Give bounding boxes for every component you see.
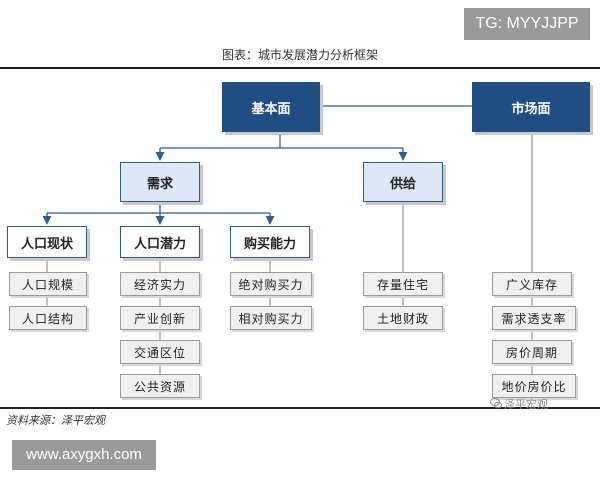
watermark-account: 泽平宏观 xyxy=(504,398,548,411)
source-note: 资料来源：泽平宏观 xyxy=(6,414,105,427)
leaf-land-finance: 土地财政 xyxy=(363,306,443,330)
leaf-absolute-purchasing-power-label: 绝对购买力 xyxy=(238,277,304,292)
node-population-potential-label: 人口潜力 xyxy=(133,236,186,252)
leaf-industry-innovation: 产业创新 xyxy=(120,306,200,330)
leaf-demand-overdraft-label: 需求透支率 xyxy=(501,311,567,326)
leaf-transport-location: 交通区位 xyxy=(120,340,200,364)
leaf-public-resources-label: 公共资源 xyxy=(133,379,186,394)
leaf-transport-location-label: 交通区位 xyxy=(133,345,186,360)
node-population-status-label: 人口现状 xyxy=(20,236,73,252)
node-demand-label: 需求 xyxy=(146,176,173,192)
leaf-broad-inventory: 广义库存 xyxy=(492,272,572,296)
leaf-demand-overdraft: 需求透支率 xyxy=(492,306,576,330)
leaf-housing-stock-label: 存量住宅 xyxy=(376,277,429,292)
leaf-land-house-price-ratio: 地价房价比 xyxy=(492,374,576,398)
watermark-url: www.axygxh.com xyxy=(12,440,156,470)
leaf-relative-purchasing-power: 相对购买力 xyxy=(230,306,312,330)
wechat-icon xyxy=(490,397,502,409)
leaf-economic-strength-label: 经济实力 xyxy=(133,277,186,292)
node-supply-label: 供给 xyxy=(389,176,416,192)
leaf-land-finance-label: 土地财政 xyxy=(376,311,429,326)
node-supply: 供给 xyxy=(363,162,443,202)
figure-title: 图表：城市发展潜力分析框架 xyxy=(221,48,378,62)
leaf-price-cycle: 房价周期 xyxy=(492,340,572,364)
node-fundamentals: 基本面 xyxy=(222,82,320,132)
node-population-potential: 人口潜力 xyxy=(120,226,200,258)
leaf-population-structure: 人口结构 xyxy=(9,306,87,330)
node-population-status: 人口现状 xyxy=(7,226,87,258)
leaf-land-house-price-ratio-label: 地价房价比 xyxy=(501,379,567,394)
leaf-price-cycle-label: 房价周期 xyxy=(505,345,558,360)
leaf-population-size: 人口规模 xyxy=(9,272,87,296)
watermark-tg: TG: MYYJJPP xyxy=(464,8,590,40)
leaf-housing-stock: 存量住宅 xyxy=(363,272,443,296)
leaf-broad-inventory-label: 广义库存 xyxy=(505,277,558,292)
bottom-rule xyxy=(0,407,600,409)
leaf-relative-purchasing-power-label: 相对购买力 xyxy=(238,311,304,326)
leaf-industry-innovation-label: 产业创新 xyxy=(133,311,186,326)
node-market: 市场面 xyxy=(472,82,590,132)
top-rule xyxy=(0,67,600,69)
leaf-public-resources: 公共资源 xyxy=(120,374,200,398)
node-demand: 需求 xyxy=(120,162,200,202)
node-fundamentals-label: 基本面 xyxy=(251,101,291,117)
leaf-economic-strength: 经济实力 xyxy=(120,272,200,296)
leaf-absolute-purchasing-power: 绝对购买力 xyxy=(230,272,312,296)
node-market-label: 市场面 xyxy=(511,101,551,117)
leaf-population-structure-label: 人口结构 xyxy=(21,311,74,326)
node-purchasing-power-label: 购买能力 xyxy=(243,236,296,252)
node-purchasing-power: 购买能力 xyxy=(230,226,310,258)
leaf-population-size-label: 人口规模 xyxy=(21,277,74,292)
